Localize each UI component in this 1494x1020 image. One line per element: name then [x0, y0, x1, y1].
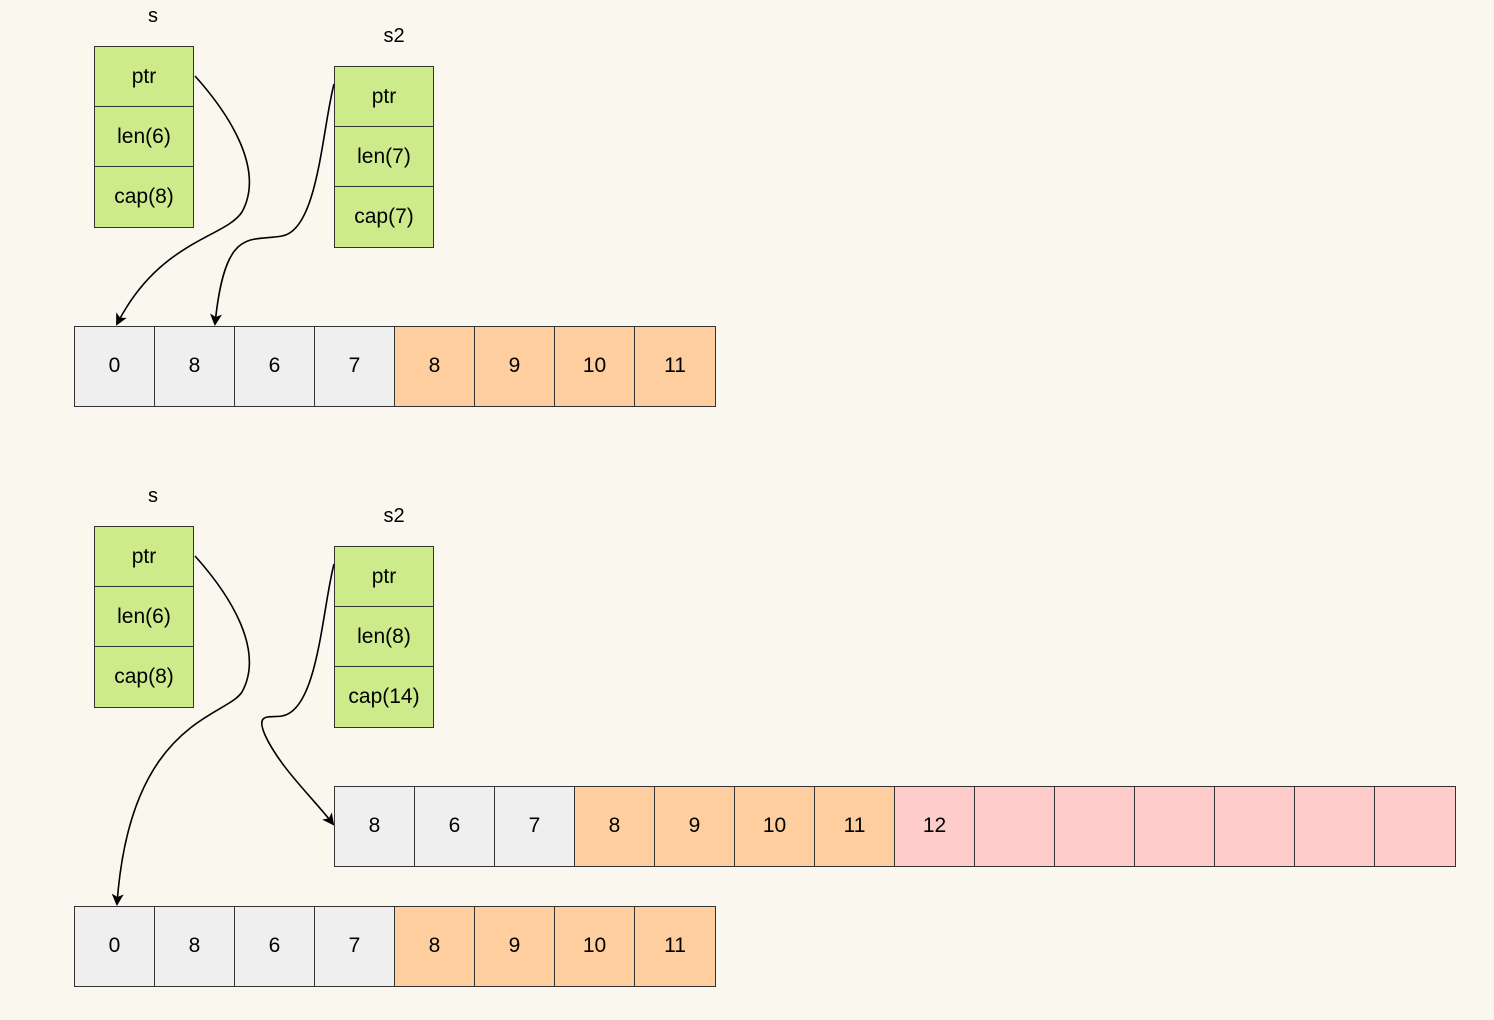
bottom-new-backing-array-cell [1055, 787, 1135, 866]
top-backing-array-cell: 9 [475, 327, 555, 406]
bottom-new-backing-array-cell [975, 787, 1055, 866]
bottom-new-backing-array-cell [1375, 787, 1455, 866]
bottom-old-backing-array-cell: 0 [75, 907, 155, 986]
top-s2-cap-field: cap(7) [354, 205, 414, 228]
bottom-s-label: s [148, 485, 158, 507]
bottom-new-backing-array-cell: 8 [575, 787, 655, 866]
top-s-struct: ptr len(6) cap(8) [94, 46, 194, 228]
top-backing-array-cell: 8 [395, 327, 475, 406]
bottom-new-backing-array-cell: 6 [415, 787, 495, 866]
bottom-old-backing-array-cell: 8 [395, 907, 475, 986]
bottom-s-cap-field: cap(8) [114, 665, 174, 688]
bottom-s-len-field: len(6) [95, 587, 193, 647]
top-s2-label: s2 [383, 25, 405, 47]
bottom-new-backing-array-cell: 9 [655, 787, 735, 866]
bottom-s-struct: ptr len(6) cap(8) [94, 526, 194, 708]
bottom-old-backing-array-cell: 6 [235, 907, 315, 986]
bottom-old-backing-array-cell: 7 [315, 907, 395, 986]
top-backing-array-cell: 8 [155, 327, 235, 406]
bottom-s2-ptr-field: ptr [335, 547, 433, 607]
bottom-old-backing-array-cell: 10 [555, 907, 635, 986]
bottom-old-backing-array-cell: 9 [475, 907, 555, 986]
bottom-new-backing-array-cell [1215, 787, 1295, 866]
bottom-s2-struct: ptr len(8) cap(14) [334, 546, 434, 728]
bottom-s2-cap-field: cap(14) [348, 685, 420, 708]
bottom-s2-len-field: len(8) [335, 607, 433, 667]
bottom-s2-ptr-arrow [260, 563, 335, 826]
bottom-new-backing-array-cell [1135, 787, 1215, 866]
top-s-ptr-field: ptr [95, 47, 193, 107]
bottom-new-backing-array-cell [1295, 787, 1375, 866]
top-backing-array-cell: 7 [315, 327, 395, 406]
top-s2-struct: ptr len(7) cap(7) [334, 66, 434, 248]
top-backing-array-cell: 0 [75, 327, 155, 406]
bottom-s-ptr-field: ptr [95, 527, 193, 587]
bottom-old-backing-array-cell: 8 [155, 907, 235, 986]
top-s2-len-field: len(7) [335, 127, 433, 187]
bottom-new-backing-array-cell: 7 [495, 787, 575, 866]
top-s-label: s [148, 5, 158, 27]
top-backing-array-cell: 10 [555, 327, 635, 406]
top-s-cap-field: cap(8) [114, 185, 174, 208]
bottom-s2-label: s2 [383, 505, 405, 527]
top-s2-ptr-field: ptr [335, 67, 433, 127]
top-backing-array-cell: 6 [235, 327, 315, 406]
bottom-new-backing-array-cell: 11 [815, 787, 895, 866]
bottom-new-backing-array-cell: 10 [735, 787, 815, 866]
top-s-len-field: len(6) [95, 107, 193, 167]
bottom-new-backing-array-cell: 8 [335, 787, 415, 866]
bottom-old-backing-array-cell: 11 [635, 907, 715, 986]
top-backing-array-cell: 11 [635, 327, 715, 406]
top-s2-ptr-arrow [210, 83, 335, 326]
bottom-new-backing-array-cell: 12 [895, 787, 975, 866]
